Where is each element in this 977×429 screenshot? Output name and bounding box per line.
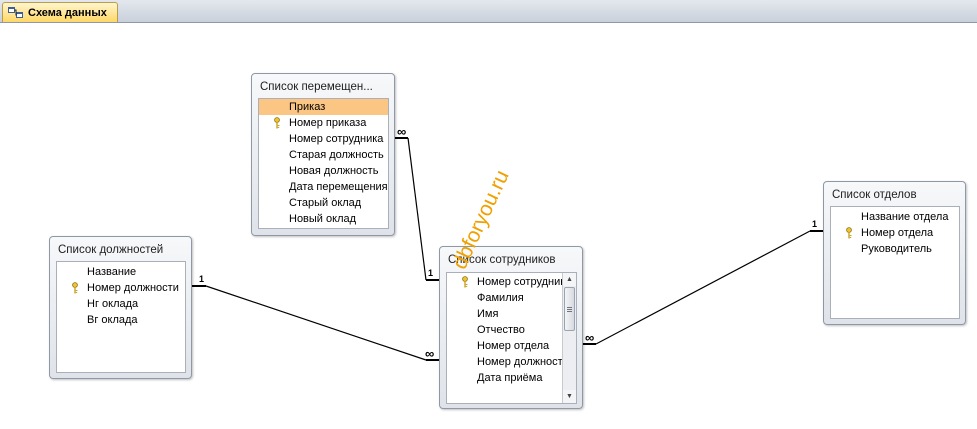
field-item[interactable]: Старая должность (289, 149, 384, 161)
field-item[interactable]: Вг оклада (87, 314, 138, 326)
tab-data-schema[interactable]: Схема данных (2, 2, 118, 22)
field-item[interactable]: Номер отдела (831, 225, 959, 241)
field-item[interactable]: Приказ (259, 99, 388, 115)
relationship-lines (192, 137, 824, 361)
relation-line-segment (595, 230, 811, 345)
field-label: Номер отдела (861, 227, 934, 239)
field-label: Номер должности (87, 282, 179, 294)
scroll-down-icon[interactable]: ▼ (563, 390, 576, 403)
primary-key-icon (72, 282, 78, 294)
field-item[interactable]: Название отдела (861, 211, 949, 223)
grip-line (567, 309, 572, 310)
relation-line-segment (407, 137, 427, 281)
field-label: Номер сотрудника (477, 276, 572, 288)
field-item[interactable]: Номер сотрудника (289, 133, 384, 145)
field-label: Номер приказа (289, 117, 367, 129)
field-item[interactable]: Старый оклад (289, 197, 362, 209)
relation-one-marker: 1 (812, 219, 818, 229)
relation-line-segment (205, 285, 427, 361)
scroll-up-icon[interactable]: ▲ (563, 273, 576, 286)
field-item[interactable]: Новый оклад (289, 213, 357, 225)
scroll-thumb[interactable] (564, 287, 575, 331)
relation-many-marker: ∞ (397, 124, 406, 139)
field-item[interactable]: Дата перемещения (289, 181, 388, 193)
relation-many-marker: ∞ (585, 330, 594, 345)
field-item[interactable]: Номер приказа (259, 115, 388, 131)
primary-key-icon (846, 227, 852, 239)
primary-key-icon (462, 276, 468, 288)
field-item[interactable]: Номер должности (477, 356, 569, 368)
table-title: Список перемещен... (260, 81, 373, 93)
document-tab-bar: Схема данных (0, 0, 977, 23)
relation-one-marker: 1 (199, 274, 205, 284)
field-item[interactable]: Номер должности (57, 280, 185, 296)
table-employees[interactable]: Список сотрудников Номер сотрудника Фами… (439, 246, 583, 409)
relation-many-marker: ∞ (425, 346, 434, 361)
field-item[interactable]: Нг оклада (87, 298, 139, 310)
tab-label: Схема данных (28, 6, 107, 19)
field-item[interactable]: Дата приёма (477, 372, 543, 384)
primary-key-icon (274, 117, 280, 129)
table-positions[interactable]: Список должностей Название Номер должнос… (49, 236, 192, 379)
field-item[interactable]: Номер отдела (477, 340, 550, 352)
field-list[interactable]: Номер сотрудника Фамилия Имя Отчество Но… (446, 272, 577, 404)
field-item[interactable]: Номер сотрудника (447, 274, 571, 290)
field-list[interactable]: Название Номер должности Нг оклада Вг ок… (56, 261, 186, 373)
relation-one-marker: 1 (428, 268, 434, 278)
grip-line (567, 311, 572, 312)
relationships-icon (8, 7, 23, 18)
table-title: Список отделов (832, 189, 917, 201)
table-title: Список сотрудников (448, 254, 556, 266)
field-item[interactable]: Руководитель (861, 243, 932, 255)
field-item[interactable]: Отчество (477, 324, 525, 336)
table-departments[interactable]: Список отделов Название отдела Номер отд… (823, 181, 966, 325)
field-list[interactable]: Название отдела Номер отдела Руководител… (830, 206, 960, 319)
relationship-canvas[interactable]: ∞ 1 1 ∞ ∞ 1 Список перемещен... Приказ Н… (0, 23, 977, 429)
vertical-scrollbar[interactable]: ▲ ▼ (562, 273, 576, 403)
field-list[interactable]: Приказ Номер приказа Номер сотрудника Ст… (258, 98, 389, 229)
field-item[interactable]: Название (87, 266, 137, 278)
grip-line (567, 307, 572, 308)
field-item[interactable]: Имя (477, 308, 499, 320)
field-item[interactable]: Фамилия (477, 292, 524, 304)
field-item[interactable]: Новая должность (289, 165, 379, 177)
table-title: Список должностей (58, 244, 164, 256)
table-moves[interactable]: Список перемещен... Приказ Номер приказа… (251, 73, 395, 236)
